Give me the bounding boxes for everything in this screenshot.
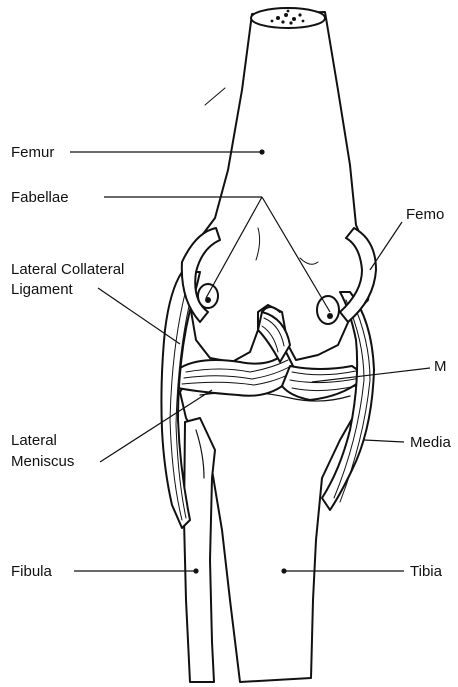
label-lateral-meniscus-line1: Lateral: [11, 431, 57, 450]
medial-fabella: [317, 296, 339, 324]
label-lateral-collateral-line1: Lateral Collateral: [11, 260, 124, 279]
fibula-bone: [184, 418, 215, 682]
label-medial-collateral-cut: Media: [410, 433, 458, 452]
label-femoral-condyle-cut: Femo: [406, 205, 458, 224]
femoral-condyle-leader: [370, 222, 402, 270]
label-lateral-collateral-line2: Ligament: [11, 280, 73, 299]
label-medial-meniscus-cut: M: [434, 357, 458, 376]
lateral-fabella: [198, 284, 218, 308]
medial-collateral-leader: [364, 440, 404, 442]
label-fibula: Fibula: [11, 562, 52, 581]
label-tibia: Tibia: [410, 562, 442, 581]
label-femur: Femur: [11, 143, 54, 162]
label-fabellae: Fabellae: [11, 188, 69, 207]
label-lateral-meniscus-line2: Meniscus: [11, 452, 74, 471]
